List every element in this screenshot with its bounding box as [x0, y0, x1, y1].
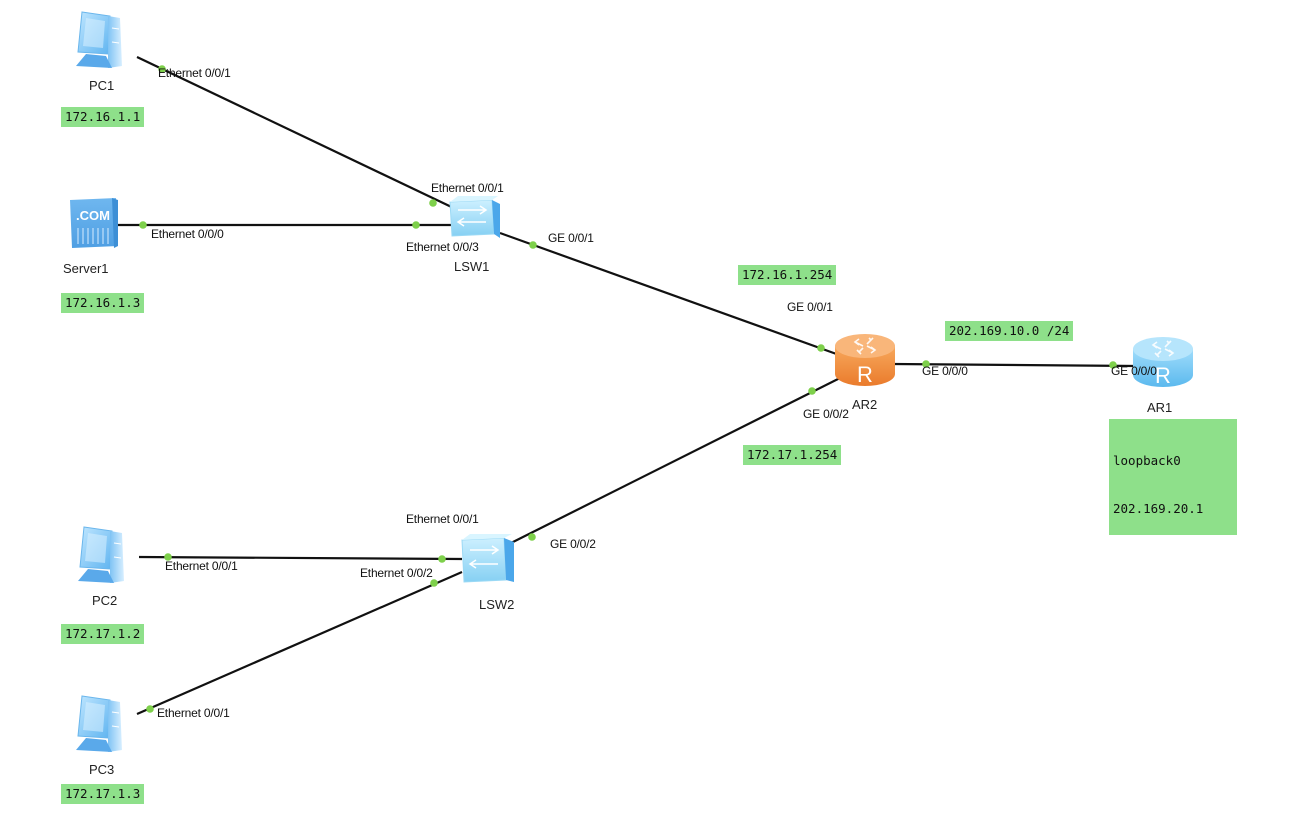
server-badge-text: .COM — [76, 208, 110, 223]
port-dot-ar2-ge001 — [817, 344, 825, 352]
port-dot-ar2-ge002 — [808, 387, 816, 395]
ar1-router-icon[interactable]: R — [1133, 337, 1193, 388]
link-pc1-lsw1[interactable] — [136, 56, 463, 213]
ar1-loopback-name: loopback0 — [1113, 453, 1181, 468]
ar2-router-glyph: R — [857, 362, 873, 387]
ip-tag-pc1: 172.16.1.1 — [61, 107, 145, 127]
port-label-lsw2-e001: Ethernet 0/0/1 — [406, 512, 479, 526]
pc1-icon[interactable] — [76, 11, 122, 68]
port-dot-lsw1-ge001 — [529, 241, 537, 249]
link-pc2-lsw2[interactable] — [138, 555, 463, 561]
ip-tag-wan-network: 202.169.10.0 /24 — [945, 321, 1074, 341]
link-ar2-ar1[interactable] — [892, 362, 1137, 368]
ar1-router-glyph: R — [1155, 363, 1171, 388]
port-label-ar1-ge000: GE 0/0/0 — [1111, 364, 1157, 378]
lsw2-label: LSW2 — [479, 597, 515, 612]
port-dot-lsw1-e001 — [429, 199, 437, 207]
ip-tag-ar2-ge001: 172.16.1.254 — [738, 265, 837, 285]
server1-label: Server1 — [63, 261, 109, 276]
lsw2-switch-icon[interactable] — [461, 534, 514, 583]
port-dot-ar1-ge000 — [1109, 361, 1117, 369]
port-label-server1-eth: Ethernet 0/0/0 — [151, 227, 224, 241]
port-dots — [139, 65, 1117, 713]
port-dot-ar2-ge000 — [922, 360, 930, 368]
server1-icon[interactable]: .COM — [70, 198, 118, 248]
port-label-pc2-eth: Ethernet 0/0/1 — [165, 559, 238, 573]
port-dot-lsw2-e001 — [438, 555, 446, 563]
ar2-label: AR2 — [852, 397, 878, 412]
pc2-icon[interactable] — [78, 526, 124, 583]
ip-tag-pc3: 172.17.1.3 — [61, 784, 145, 804]
lsw1-switch-icon[interactable] — [449, 196, 500, 238]
link-pc3-lsw2[interactable] — [136, 570, 463, 716]
ip-tag-server1: 172.16.1.3 — [61, 293, 145, 313]
pc2-label: PC2 — [92, 593, 118, 608]
port-label-lsw2-e002: Ethernet 0/0/2 — [360, 566, 433, 580]
port-dot-pc1 — [158, 65, 166, 73]
pc3-label: PC3 — [89, 762, 115, 777]
port-label-ar2-ge001: GE 0/0/1 — [787, 300, 833, 314]
port-label-lsw2-ge002: GE 0/0/2 — [550, 537, 596, 551]
port-dot-server1 — [139, 221, 147, 229]
port-dot-pc3 — [146, 705, 154, 713]
ar1-loopback-ip: 202.169.20.1 — [1113, 501, 1204, 516]
lsw1-label: LSW1 — [454, 259, 490, 274]
port-label-pc1-eth: Ethernet 0/0/1 — [158, 66, 231, 80]
port-label-ar2-ge002: GE 0/0/2 — [803, 407, 849, 421]
ar1-label: AR1 — [1147, 400, 1173, 415]
link-ar2-lsw2[interactable] — [510, 377, 841, 544]
port-label-ar2-ge000: GE 0/0/0 — [922, 364, 968, 378]
port-label-lsw1-e001: Ethernet 0/0/1 — [431, 181, 504, 195]
ip-tag-pc2: 172.17.1.2 — [61, 624, 145, 644]
port-label-lsw1-ge001: GE 0/0/1 — [548, 231, 594, 245]
links — [118, 56, 1137, 716]
pc1-label: PC1 — [89, 78, 115, 93]
ar2-router-icon[interactable]: R — [835, 334, 895, 387]
port-dot-lsw2-ge002 — [528, 533, 536, 541]
port-dot-pc2 — [164, 553, 172, 561]
port-dot-lsw2-e002 — [430, 579, 438, 587]
link-lsw1-ar2[interactable] — [499, 231, 843, 358]
ip-tag-ar1-loopback: loopback0 202.169.20.1 — [1109, 419, 1237, 535]
port-label-pc3-eth: Ethernet 0/0/1 — [157, 706, 230, 720]
ip-tag-ar2-ge002: 172.17.1.254 — [743, 445, 842, 465]
port-dot-lsw1-e003 — [412, 221, 420, 229]
port-label-lsw1-e003: Ethernet 0/0/3 — [406, 240, 479, 254]
pc3-icon[interactable] — [76, 695, 122, 752]
